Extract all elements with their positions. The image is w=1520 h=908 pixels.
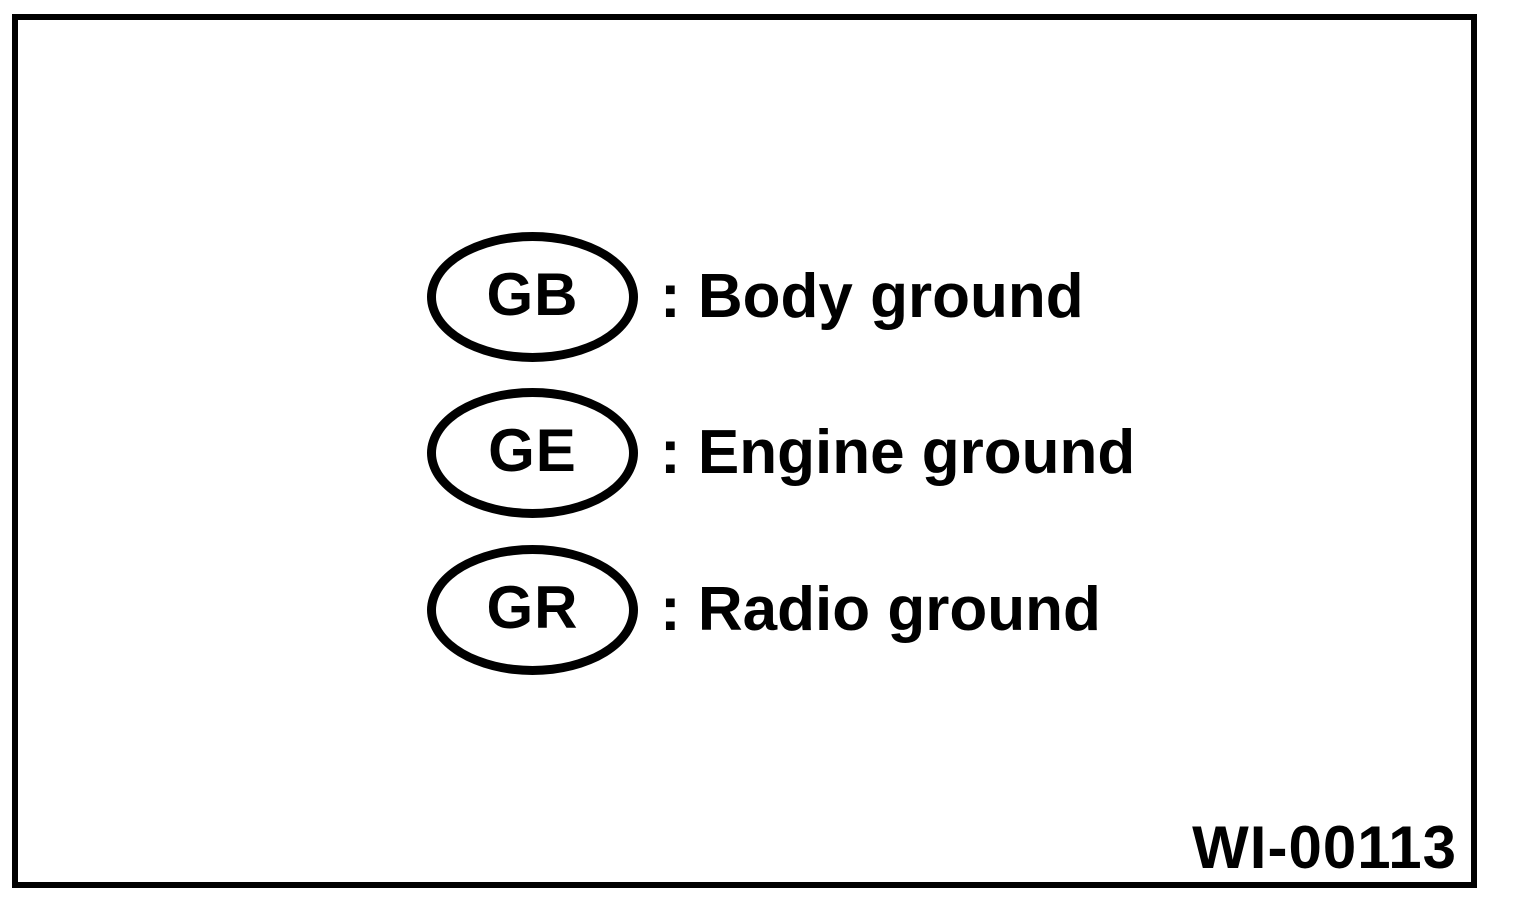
ground-symbol-label: : Radio ground bbox=[660, 575, 1101, 644]
ground-symbol-label: : Body ground bbox=[660, 262, 1084, 331]
ground-symbol-code: GB bbox=[486, 261, 579, 328]
ground-symbol-code: GR bbox=[486, 574, 579, 641]
ground-symbol-code: GE bbox=[488, 417, 577, 484]
legend-row-body-ground: GB : Body ground bbox=[427, 232, 1084, 362]
figure-code: WI-00113 bbox=[1192, 814, 1457, 881]
ground-symbol-oval: GR bbox=[427, 545, 638, 675]
ground-symbol-oval: GE bbox=[427, 388, 638, 518]
legend-row-engine-ground: GE : Engine ground bbox=[427, 388, 1135, 518]
ground-symbol-oval: GB bbox=[427, 232, 638, 362]
ground-symbol-label: : Engine ground bbox=[660, 418, 1136, 487]
figure-border bbox=[12, 14, 1477, 888]
legend-row-radio-ground: GR : Radio ground bbox=[427, 545, 1101, 675]
